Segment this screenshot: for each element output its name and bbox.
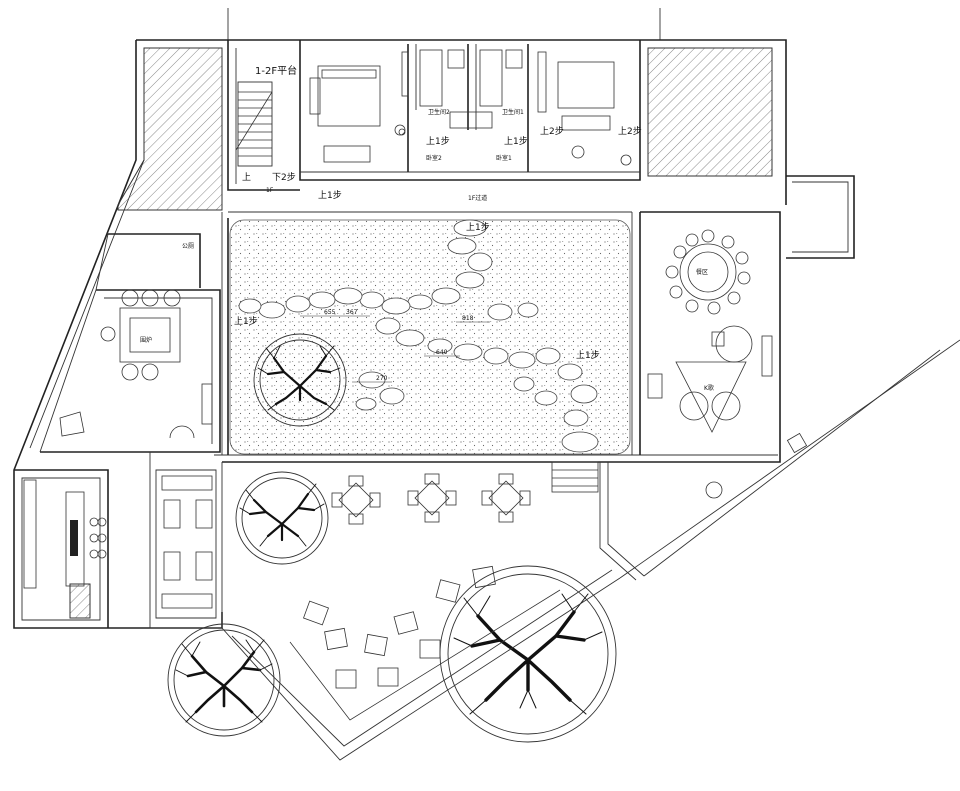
stepping-stones: [238, 219, 599, 453]
tree-southwest: [167, 623, 281, 737]
label-bedroom-1: 卧室1: [496, 154, 512, 162]
dimension-lines: [300, 315, 490, 383]
label-tea-room: 围炉: [140, 336, 152, 344]
tree-south: [235, 471, 329, 565]
label-up-1-step-f: 上1步: [576, 350, 600, 361]
label-up-1-step-c: 上1步: [504, 136, 528, 147]
dim-640: 640: [436, 349, 448, 356]
hatched-void-left: [117, 47, 223, 211]
label-up-1-step-b: 上1步: [426, 136, 450, 147]
label-bedroom-2: 卧室2: [426, 154, 442, 162]
outdoor-tables: [331, 473, 531, 525]
label-bathroom-2: 卫生间2: [428, 108, 450, 116]
tree-courtyard: [253, 333, 347, 427]
label-karaoke: K歌: [704, 384, 714, 392]
hatched-void-right: [647, 47, 773, 177]
label-up-1-step-d: 上1步: [466, 222, 490, 233]
dim-270: 270: [376, 375, 388, 382]
label-corridor: 1F过道: [468, 194, 487, 202]
hatched-planter: [69, 583, 91, 619]
bedroom-1: [537, 51, 632, 166]
dining-table: [665, 229, 751, 315]
label-stair-up: 上: [242, 172, 251, 183]
lounge: [161, 475, 213, 609]
tea-room: [59, 289, 213, 439]
label-floor: 1F: [266, 187, 274, 194]
label-down-2-steps: 下2步: [272, 172, 296, 183]
building-outline: [13, 8, 855, 629]
label-up-2-steps-a: 上2步: [540, 126, 564, 137]
dim-818: 818: [462, 315, 474, 322]
gravel-courtyard: [229, 219, 631, 455]
label-up-1-step-e: 上1步: [234, 316, 258, 327]
dim-655: 655: [324, 309, 336, 316]
dim-367: 367: [346, 309, 358, 316]
label-public-wc: 公厕: [182, 243, 194, 250]
label-bathroom-1: 卫生间1: [502, 108, 524, 116]
label-up-2-steps-b: 上2步: [618, 126, 642, 137]
tree-southeast: [439, 565, 617, 743]
bathrooms: [398, 49, 523, 136]
kitchen: [23, 479, 107, 589]
karaoke-area: [647, 325, 773, 433]
outdoor-terrace: [221, 339, 960, 761]
bedroom-2: [309, 51, 409, 163]
label-dining: 餐区: [696, 268, 708, 276]
label-platform: 1-2F平台: [255, 64, 297, 77]
stair-platform: [235, 81, 273, 167]
label-up-1-step-a: 上1步: [318, 190, 342, 201]
room-labels: 1-2F平台 1F 下2步 上 上1步 卫生间2 卫生间1 卧室2 卧室1 上1…: [140, 64, 714, 392]
